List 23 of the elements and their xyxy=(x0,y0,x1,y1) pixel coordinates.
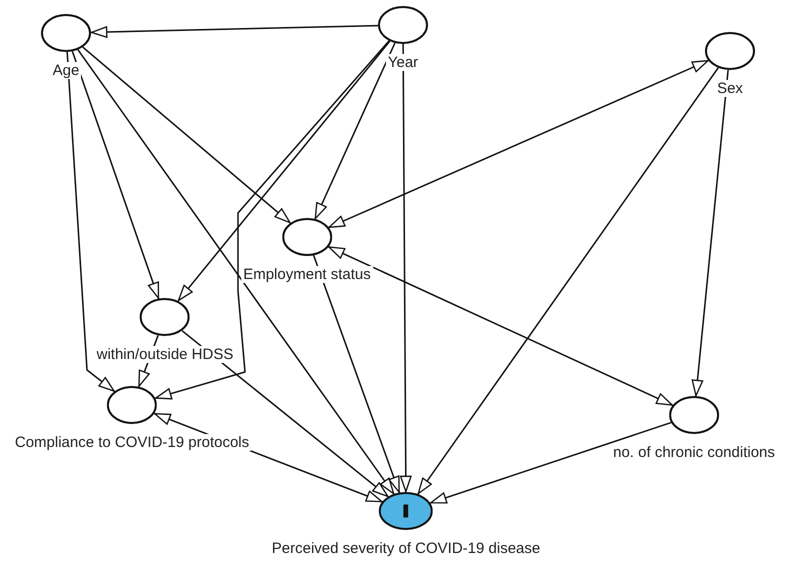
double-headed-arrow xyxy=(328,246,673,406)
arrow xyxy=(692,70,729,396)
node-label: Sex xyxy=(715,80,745,97)
node-label: Year xyxy=(386,54,420,71)
arrow xyxy=(417,67,719,494)
arrow xyxy=(72,51,160,299)
node-label: Perceived severity of COVID-19 disease xyxy=(270,540,542,557)
arrow xyxy=(400,44,412,492)
arrow xyxy=(90,24,378,38)
node-label: Compliance to COVID-19 protocols xyxy=(12,434,252,451)
arrow xyxy=(77,49,395,494)
arrow xyxy=(314,42,396,220)
arrow xyxy=(82,46,291,224)
double-headed-arrow xyxy=(328,60,709,228)
arrow xyxy=(66,52,115,392)
arrow xyxy=(182,330,389,498)
arrow xyxy=(155,40,390,400)
node-label: Employment status xyxy=(241,266,373,283)
node-label: Age xyxy=(50,62,82,79)
arrow xyxy=(312,255,400,493)
node-label: within/outside HDSS xyxy=(94,346,236,363)
arrow xyxy=(178,40,390,302)
arrow xyxy=(430,422,672,504)
